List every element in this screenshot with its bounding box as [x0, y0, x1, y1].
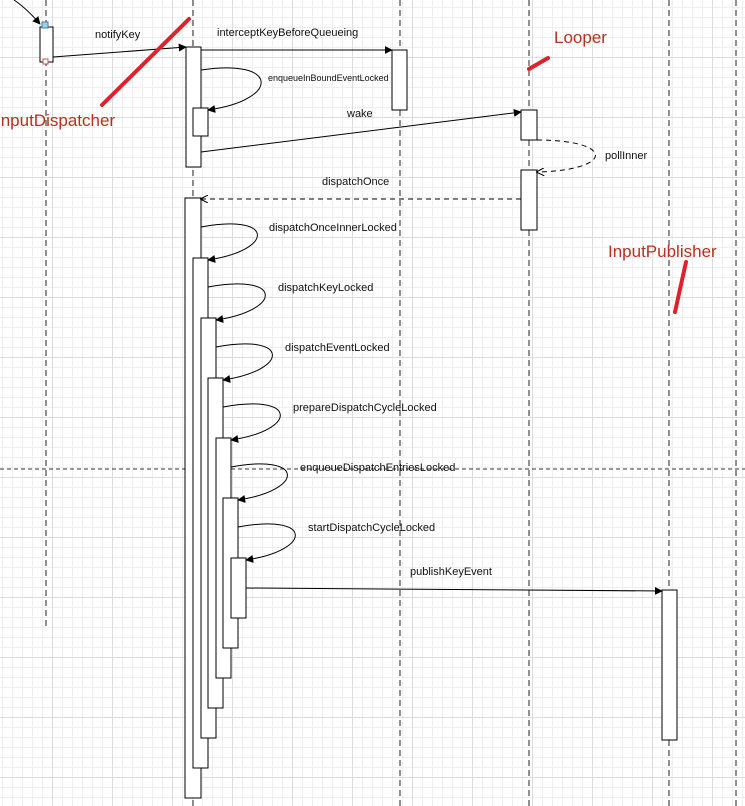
selection-handle-top[interactable]	[41, 21, 49, 29]
label-start-dispatch-cycle: startDispatchCycleLocked	[308, 522, 435, 534]
arrow-enqueue-dispatch-entries[interactable]	[230, 463, 288, 503]
label-dispatch-event: dispatchEventLocked	[285, 342, 390, 354]
label-dispatch-once-inner: dispatchOnceInnerLocked	[269, 222, 397, 234]
activation-caller[interactable]	[39, 26, 54, 63]
activation-start-dispatch-cycle[interactable]	[230, 557, 247, 619]
activation-dispatcher-notify[interactable]	[185, 46, 202, 168]
annotation-looper: Looper	[554, 28, 607, 47]
annotations	[100, 17, 688, 314]
annotation-stroke-looper	[527, 56, 550, 71]
incoming-arrow	[13, 0, 41, 25]
label-publish-key-event: publishKeyEvent	[410, 566, 492, 578]
selection-handle-bottom[interactable]	[42, 58, 49, 65]
label-dispatch-key: dispatchKeyLocked	[278, 282, 373, 294]
label-enqueue-inbound: enqueueInBoundEventLocked	[268, 73, 389, 83]
arrow-publish-key-event[interactable]	[245, 586, 663, 595]
messages	[52, 43, 663, 595]
annotation-stroke-dispatcher	[100, 17, 191, 107]
arrow-start-dispatch-cycle[interactable]	[237, 523, 296, 563]
annotation-stroke-publisher	[673, 260, 688, 314]
activation-input-publisher[interactable]	[661, 589, 678, 741]
arrow-dispatch-once-inner[interactable]	[200, 223, 258, 263]
label-wake: wake	[346, 108, 373, 120]
label-poll-inner: pollInner	[605, 150, 648, 162]
activation-enqueue-inbound[interactable]	[192, 107, 209, 137]
arrow-prepare-dispatch-cycle[interactable]	[222, 403, 281, 443]
activation-intercept[interactable]	[391, 49, 408, 111]
label-dispatch-once: dispatchOnce	[322, 176, 389, 188]
label-notify-key: notifyKey	[95, 29, 141, 41]
arrow-notify-key[interactable]	[52, 43, 187, 58]
arrow-dispatch-key[interactable]	[207, 283, 266, 323]
annotation-input-dispatcher: InputDispatcher	[0, 111, 115, 130]
activation-looper-poll[interactable]	[520, 169, 538, 231]
activation-bars	[39, 26, 678, 799]
activation-looper-wake[interactable]	[520, 109, 538, 141]
label-enqueue-dispatch-entries: enqueueDispatchEntriesLocked	[300, 462, 455, 474]
label-intercept-key: interceptKeyBeforeQueueing	[217, 27, 358, 39]
arrow-dispatch-event[interactable]	[215, 343, 273, 383]
label-prepare-dispatch-cycle: prepareDispatchCycleLocked	[293, 402, 437, 414]
arrow-wake[interactable]	[200, 108, 522, 153]
arrow-enqueue-inbound[interactable]	[200, 67, 262, 113]
annotation-input-publisher: InputPublisher	[608, 242, 717, 261]
arrow-poll-inner[interactable]	[537, 139, 596, 172]
